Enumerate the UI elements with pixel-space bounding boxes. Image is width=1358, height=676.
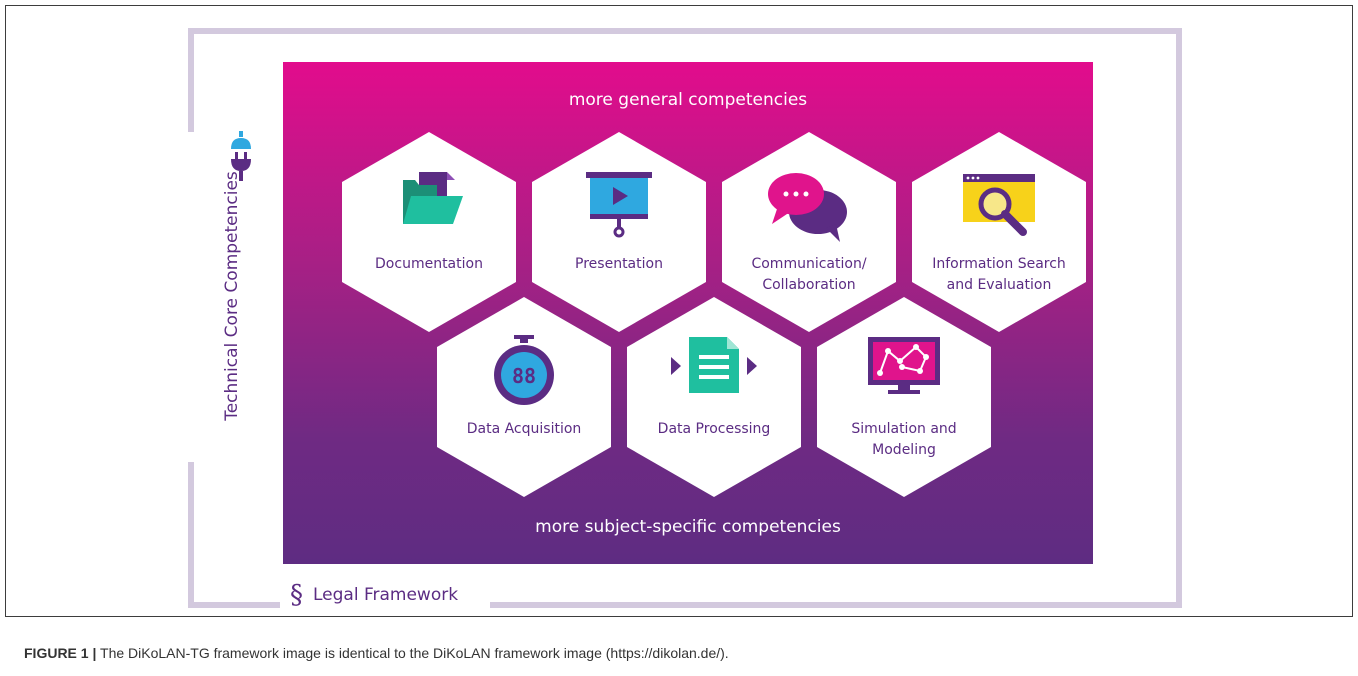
technical-core-competencies-label: Technical Core Competencies [222, 171, 242, 421]
figure-caption: FIGURE 1 | The DiKoLAN-TG framework imag… [24, 645, 729, 661]
paragraph-icon: § [290, 580, 303, 610]
legal-gap [280, 584, 490, 610]
stopwatch-icon: 88 [437, 335, 611, 407]
speech-bubbles-icon [722, 170, 896, 244]
hexagon-presentation: Presentation [532, 132, 706, 332]
hexagon-information-search: Information Search and Evaluation [912, 132, 1086, 332]
general-competencies-label: more general competencies [568, 90, 808, 110]
hexagon-documentation: Documentation [342, 132, 516, 332]
hexagon-label: Communication/ Collaboration [751, 256, 867, 293]
hexagon-label: Documentation [375, 256, 483, 272]
hexagon-data-acquisition: 88 Data Acquisition [437, 297, 611, 497]
svg-text:88: 88 [512, 364, 536, 388]
hexagon-label: Simulation and Modeling [851, 421, 957, 458]
monitor-graph-icon [817, 335, 991, 395]
plug-icon [228, 131, 254, 189]
hexagon-label: Presentation [575, 256, 663, 272]
hexagon-label: Data Acquisition [466, 421, 582, 437]
caption-prefix: FIGURE 1 | [24, 645, 97, 661]
hexagon-label: Data Processing [657, 421, 771, 437]
legal-framework-label: Legal Framework [313, 585, 459, 605]
legal-framework: § Legal Framework [290, 580, 458, 610]
folder-icon [342, 170, 516, 230]
hexagon-communication: Communication/ Collaboration [722, 132, 896, 332]
hexagon-simulation: Simulation and Modeling [817, 297, 991, 497]
side-gap [176, 132, 194, 462]
competency-panel: more general competencies more subject-s… [283, 62, 1093, 564]
document-arrows-icon [627, 335, 801, 395]
subject-specific-competencies-label: more subject-specific competencies [535, 517, 841, 537]
browser-search-icon [912, 170, 1086, 244]
hexagon-data-processing: Data Processing [627, 297, 801, 497]
projector-screen-icon [532, 170, 706, 240]
hexagon-label: Information Search and Evaluation [932, 256, 1066, 293]
caption-text: The DiKoLAN-TG framework image is identi… [96, 645, 729, 661]
